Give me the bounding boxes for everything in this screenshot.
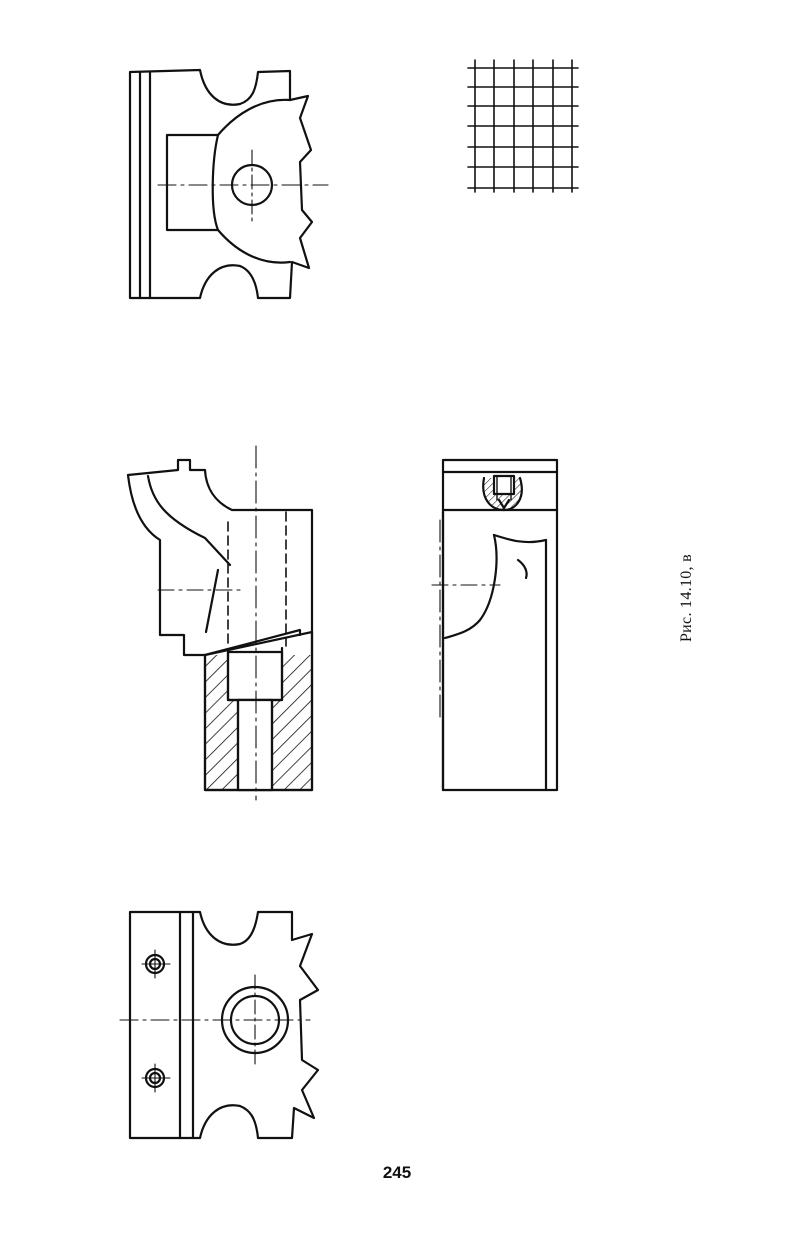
grid-square bbox=[467, 59, 579, 193]
view-middle-right bbox=[431, 458, 559, 792]
view-middle-section bbox=[126, 445, 314, 801]
view-bottom-front bbox=[119, 910, 320, 1140]
figure-caption: Рис. 14.10, в bbox=[678, 553, 695, 643]
page-number: 245 bbox=[382, 1163, 412, 1182]
view-top-front bbox=[128, 68, 329, 300]
